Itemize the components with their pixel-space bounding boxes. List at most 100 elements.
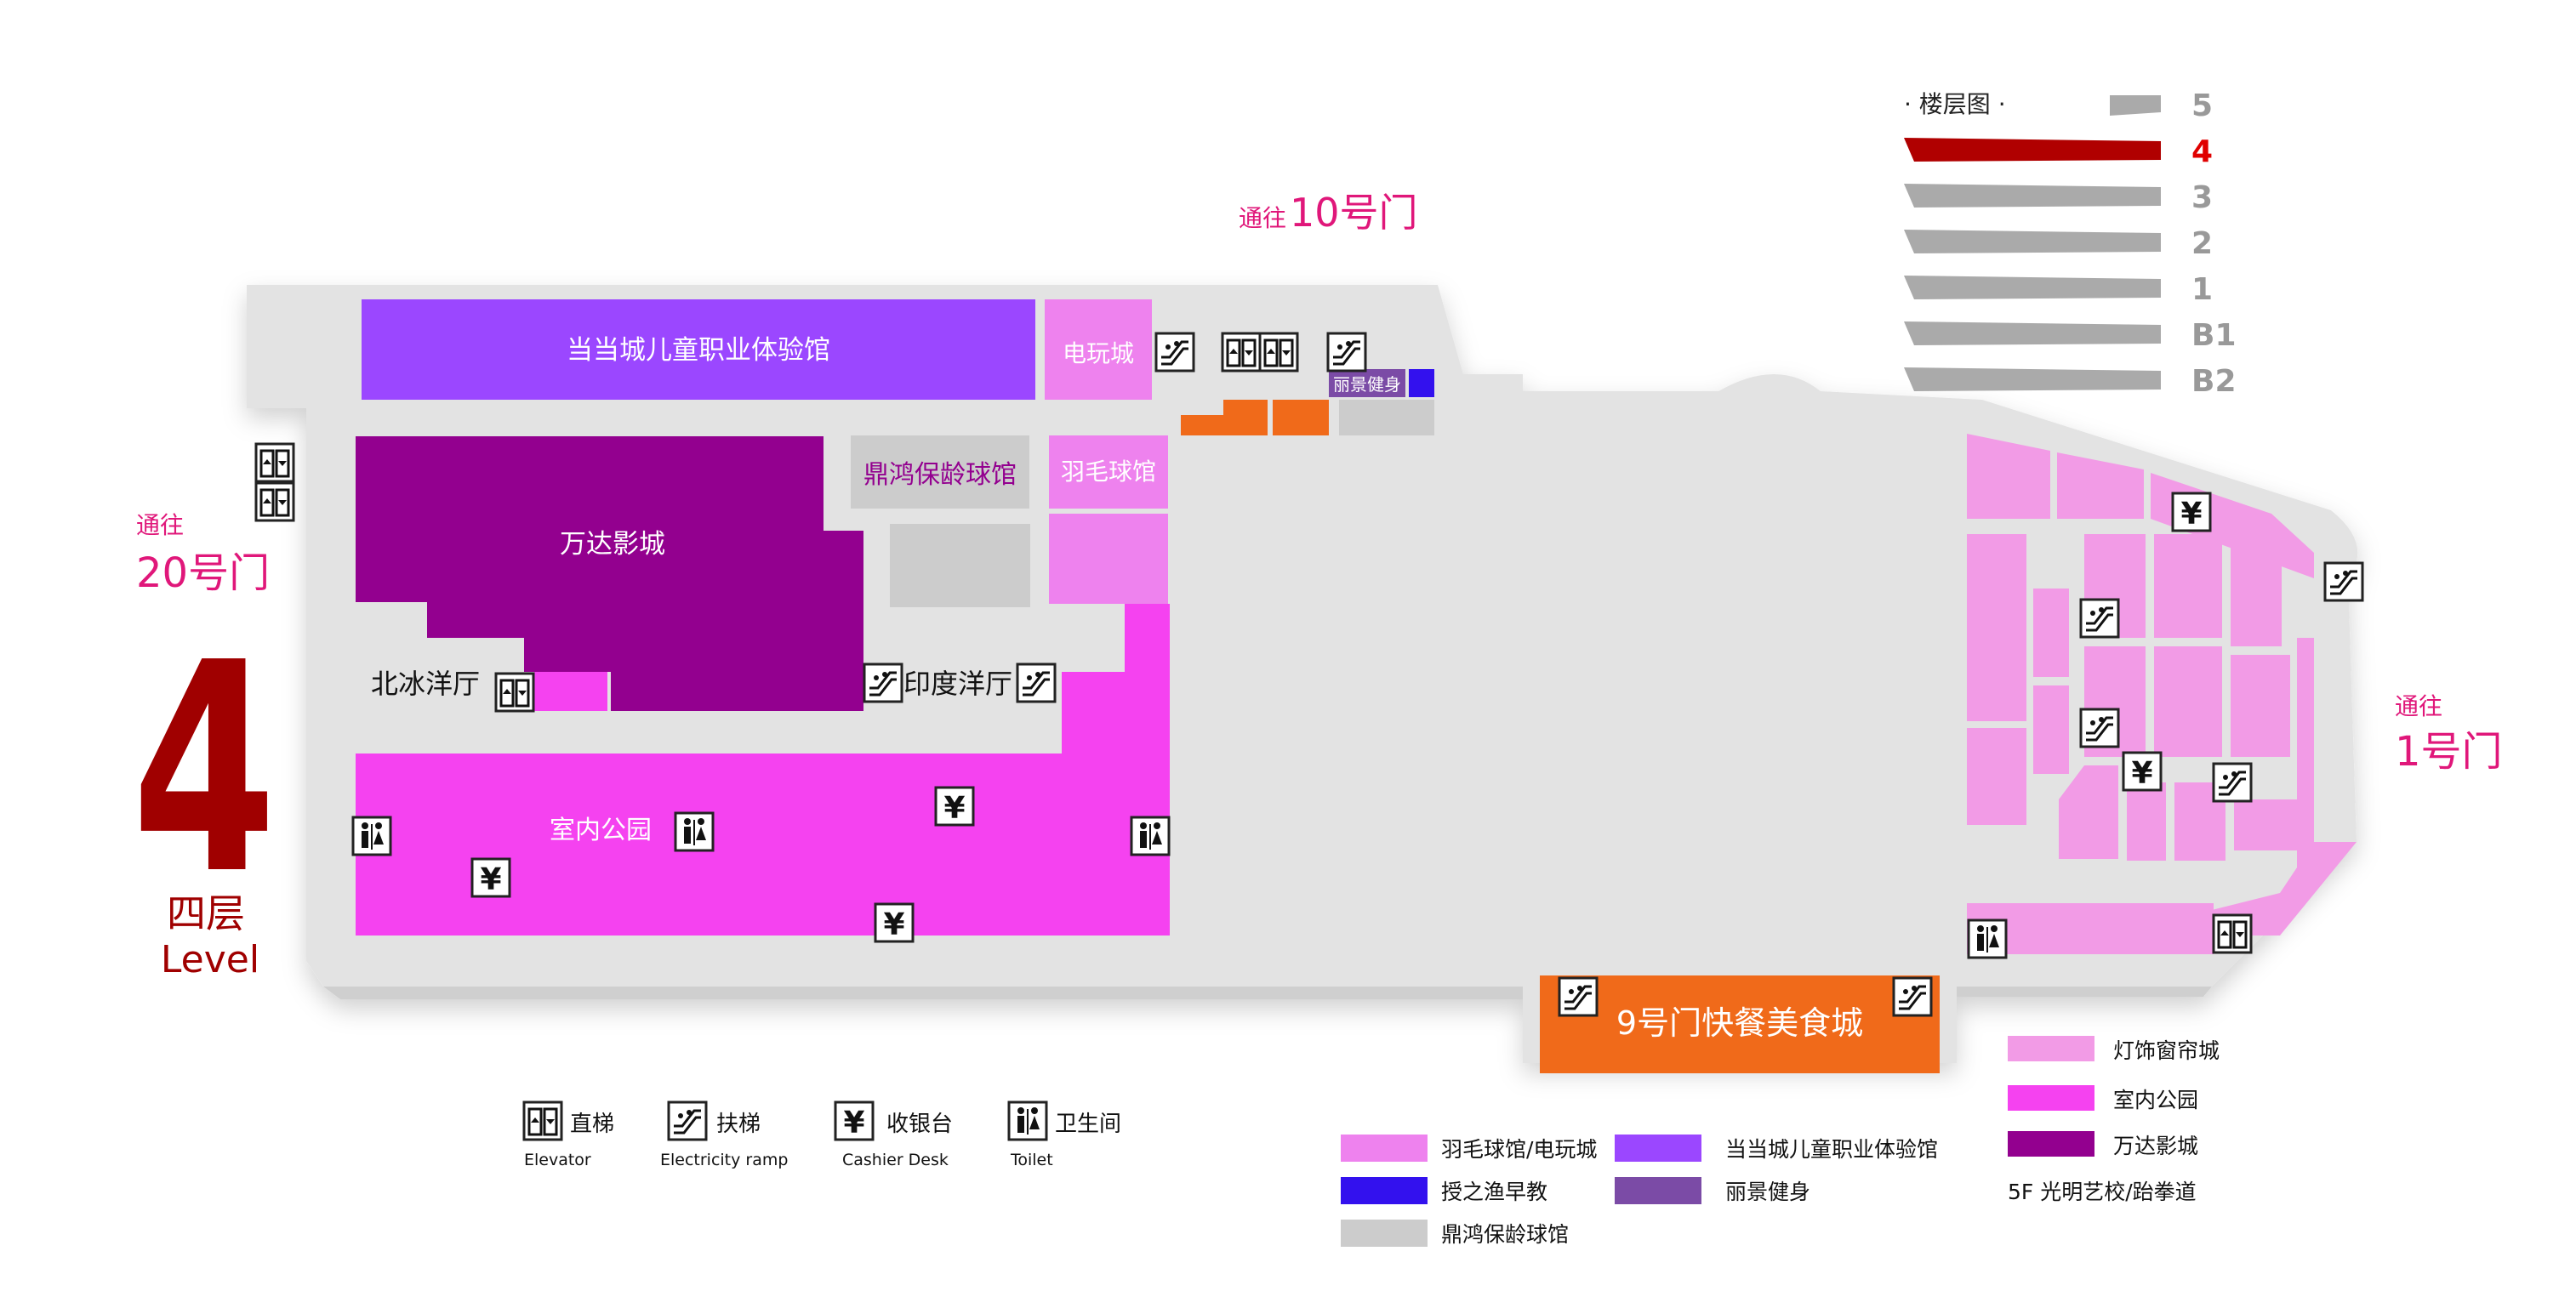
legend-cashier-cn: 收银台: [886, 1112, 953, 1137]
store-orange-unit-b: [1273, 400, 1329, 435]
legend-swatch-lijing: [1615, 1177, 1701, 1204]
floor-selector: · 楼层图 · 5 4 3 2 1 B1 B2: [1904, 88, 2237, 399]
elevator-icon: [522, 1100, 563, 1141]
legend-swatch-indoor-park: [2008, 1085, 2094, 1111]
exit-door-10-prefix: 通往: [1239, 204, 1286, 232]
store-gray-unit: [1339, 400, 1434, 435]
legend-escalator-cn: 扶梯: [716, 1112, 761, 1137]
legend-swatch-badminton-arcade: [1341, 1135, 1428, 1162]
store-wanda-cinema[interactable]: 万达影城: [356, 436, 863, 711]
exit-door-20[interactable]: 通往 20号门: [136, 511, 270, 597]
store-lijing-fitness-label: 丽景健身: [1333, 374, 1401, 395]
elevator-icon[interactable]: [1258, 332, 1299, 372]
floor-slab-1[interactable]: 1: [1904, 272, 2213, 307]
floor-slab-b2[interactable]: B2: [1904, 364, 2237, 399]
floor-slab-5[interactable]: 5: [2110, 88, 2213, 123]
elevator-icon[interactable]: [254, 481, 295, 522]
legend-toilet-cn: 卫生间: [1055, 1112, 1121, 1137]
legend-label-5f-note: 5F 光明艺校/跆拳道: [2008, 1180, 2197, 1204]
store-food-court-label: 9号门快餐美食城: [1616, 1004, 1863, 1042]
exit-door-1-prefix: 通往: [2395, 692, 2442, 720]
store-early-education[interactable]: [1409, 369, 1434, 397]
legend-cashier-en: Cashier Desk: [842, 1151, 949, 1169]
store-arcade[interactable]: 电玩城: [1045, 299, 1152, 400]
escalator-icon[interactable]: [1558, 976, 1599, 1017]
store-arcade-label: 电玩城: [1063, 339, 1134, 367]
legend-elevator-en: Elevator: [524, 1151, 591, 1169]
legend-swatch-wanda: [2008, 1131, 2094, 1157]
cashier-icon[interactable]: [874, 902, 915, 944]
legend-label-lijing: 丽景健身: [1725, 1180, 1810, 1204]
floor-slab-4[interactable]: 4: [1904, 134, 2213, 169]
exit-door-10-label: 10号门: [1290, 190, 1418, 236]
store-indoor-park-label: 室内公园: [550, 816, 652, 845]
floor-slab-3[interactable]: 3: [1904, 180, 2213, 215]
elevator-icon[interactable]: [2212, 913, 2253, 954]
elevator-icon[interactable]: [1221, 332, 1262, 372]
facility-legend: 直梯 Elevator 扶梯 Electricity ramp 收银台 Cash…: [522, 1100, 1121, 1169]
legend-label-badminton-arcade: 羽毛球馆/电玩城: [1441, 1137, 1597, 1162]
toilet-icon[interactable]: [1967, 918, 2008, 959]
floor-slab-b1-label: B1: [2191, 318, 2237, 353]
store-indoor-park[interactable]: 室内公园: [356, 604, 1170, 936]
elevator-icon[interactable]: [494, 672, 535, 713]
escalator-icon[interactable]: [1326, 332, 1367, 372]
hall-beibing-label: 北冰洋厅: [371, 668, 480, 700]
escalator-icon[interactable]: [2212, 762, 2253, 803]
exit-door-10[interactable]: 通往 10号门: [1239, 190, 1418, 236]
legend-label-bowling: 鼎鸿保龄球馆: [1441, 1222, 1569, 1247]
escalator-icon[interactable]: [2323, 561, 2364, 602]
legend-swatch-lighting: [2008, 1036, 2094, 1061]
toilet-icon: [1007, 1100, 1048, 1141]
color-legend: 羽毛球馆/电玩城 当当城儿童职业体验馆 授之渔早教 丽景健身 鼎鸿保龄球馆 灯饰…: [1341, 1036, 2220, 1247]
floor-slab-b2-label: B2: [2191, 364, 2237, 399]
legend-escalator-en: Electricity ramp: [660, 1151, 788, 1169]
floor-slab-4-label: 4: [2191, 134, 2213, 169]
legend-label-wanda: 万达影城: [2113, 1134, 2198, 1158]
cashier-icon[interactable]: [470, 857, 511, 899]
store-lijing-fitness[interactable]: 丽景健身: [1329, 369, 1405, 397]
cashier-icon[interactable]: [2122, 751, 2163, 793]
escalator-icon: [667, 1100, 708, 1141]
store-kids-career[interactable]: 当当城儿童职业体验馆: [362, 299, 1035, 400]
store-bowling[interactable]: 鼎鸿保龄球馆: [851, 435, 1030, 607]
store-orange-unit-a: [1181, 400, 1268, 435]
cashier-icon[interactable]: [2171, 492, 2212, 533]
cashier-icon[interactable]: [934, 786, 975, 827]
store-badminton[interactable]: 羽毛球馆: [1049, 435, 1168, 604]
store-lighting-curtain[interactable]: [1967, 434, 2357, 954]
toilet-icon[interactable]: [1130, 816, 1171, 856]
legend-elevator-cn: 直梯: [570, 1112, 614, 1137]
floor-selector-title: · 楼层图 ·: [1904, 90, 2006, 118]
escalator-icon[interactable]: [1892, 976, 1933, 1017]
store-wanda-cinema-label: 万达影城: [560, 529, 665, 560]
toilet-icon[interactable]: [351, 816, 392, 856]
legend-label-indoor-park: 室内公园: [2113, 1088, 2198, 1112]
store-kids-career-label: 当当城儿童职业体验馆: [567, 335, 830, 366]
cashier-icon: [834, 1100, 875, 1142]
store-badminton-label: 羽毛球馆: [1061, 458, 1156, 486]
exit-door-20-prefix: 通往: [136, 511, 184, 539]
floor-slab-1-label: 1: [2191, 272, 2213, 307]
hall-indian-label: 印度洋厅: [903, 668, 1012, 700]
floor-slab-2[interactable]: 2: [1904, 226, 2213, 261]
legend-label-lighting: 灯饰窗帘城: [2113, 1038, 2220, 1063]
floor-slab-b1[interactable]: B1: [1904, 318, 2237, 353]
exit-door-1[interactable]: 通往 1号门: [2395, 692, 2503, 776]
escalator-icon[interactable]: [2079, 598, 2120, 639]
toilet-icon[interactable]: [674, 811, 715, 852]
escalator-icon[interactable]: [1016, 663, 1057, 703]
elevator-icon[interactable]: [254, 442, 295, 483]
store-food-court[interactable]: 9号门快餐美食城: [1540, 975, 1940, 1073]
store-bowling-label: 鼎鸿保龄球馆: [863, 460, 1017, 490]
floor-number: 4: [132, 600, 276, 937]
escalator-icon[interactable]: [863, 663, 903, 703]
legend-swatch-bowling: [1341, 1220, 1428, 1247]
floor-slab-3-label: 3: [2191, 180, 2213, 215]
floor-slab-2-label: 2: [2191, 226, 2213, 261]
escalator-icon[interactable]: [2079, 708, 2120, 748]
escalator-icon[interactable]: [1154, 332, 1195, 372]
legend-label-kids-career: 当当城儿童职业体验馆: [1725, 1137, 1938, 1162]
legend-swatch-kids-career: [1615, 1135, 1701, 1162]
